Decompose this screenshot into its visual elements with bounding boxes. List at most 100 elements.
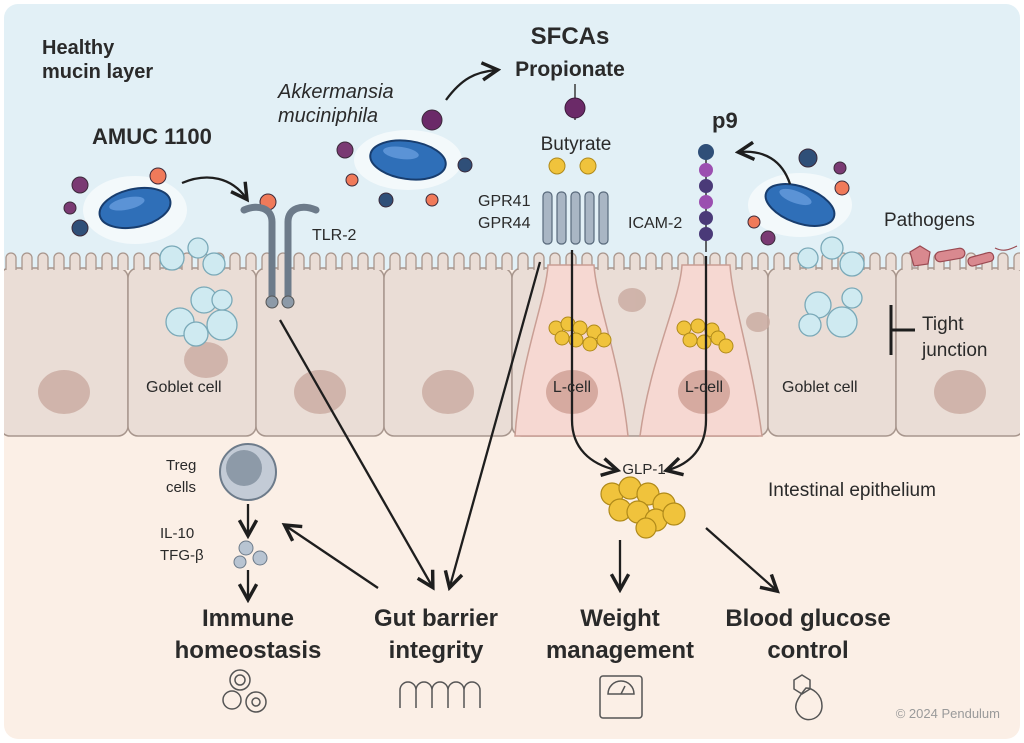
microvillus <box>53 252 65 270</box>
mucin-layer-label-1: Healthy <box>42 37 115 59</box>
microvillus <box>341 252 353 270</box>
microvillus <box>245 252 257 270</box>
l-cell-label-right: L-cell <box>685 379 723 396</box>
microvillus <box>101 252 113 270</box>
intestinal-epithelium-label: Intestinal epithelium <box>768 480 936 501</box>
outcome-weight-2: management <box>546 637 694 664</box>
tight-junction-label-1: Tight <box>922 314 964 335</box>
microvillus <box>5 252 17 270</box>
p9-label: p9 <box>712 108 738 133</box>
microvillus <box>149 252 161 270</box>
microvillus <box>389 252 401 270</box>
microvillus <box>357 252 369 270</box>
microvillus <box>533 252 545 270</box>
butyrate-label: Butyrate <box>541 134 612 155</box>
tight-junction-label-2: junction <box>921 340 988 361</box>
microvillus <box>869 252 881 270</box>
glp1-cluster <box>600 476 686 539</box>
gpr-receptor <box>542 191 609 245</box>
microvillus <box>117 252 129 270</box>
copyright-label: © 2024 Pendulum <box>896 706 1000 721</box>
mucin-layer-label-2: mucin layer <box>42 61 153 83</box>
bacterium-akkermansia <box>354 130 462 190</box>
microvillus <box>773 252 785 270</box>
microvillus <box>469 252 481 270</box>
akkermansia-label-1: Akkermansia <box>277 81 394 103</box>
glucose-drop-icon <box>793 674 823 721</box>
propionate-molecule <box>564 97 586 119</box>
microvillus <box>421 252 433 270</box>
goblet-cell-right <box>767 267 897 437</box>
outcome-weight-1: Weight <box>580 605 660 632</box>
villi-icon <box>399 681 481 708</box>
tight-junction-marker <box>889 305 915 355</box>
gpr41-label: GPR41 <box>478 193 531 210</box>
outcome-barrier-2: integrity <box>389 637 484 664</box>
microvillus <box>437 252 449 270</box>
microvillus <box>517 252 529 270</box>
scale-icon <box>599 675 643 719</box>
microvillus <box>997 252 1009 270</box>
treg-label-1: Treg <box>166 457 196 474</box>
metabolite-molecules <box>63 109 850 246</box>
microvillus <box>629 252 641 270</box>
microvillus <box>453 252 465 270</box>
propionate-label: Propionate <box>515 58 625 81</box>
microvillus <box>757 252 769 270</box>
bacteria <box>83 130 852 244</box>
akkermansia-label-2: muciniphila <box>278 105 378 127</box>
cytokines <box>233 540 268 569</box>
microvillus <box>293 252 305 270</box>
microvillus <box>309 252 321 270</box>
treg-cell <box>219 443 277 501</box>
l-cell-granules <box>548 316 734 354</box>
microvillus <box>741 252 753 270</box>
il10-label: IL-10 <box>160 525 194 542</box>
microvillus <box>69 252 81 270</box>
outcome-barrier-1: Gut barrier <box>374 605 498 632</box>
microvillus <box>661 252 673 270</box>
outcome-glucose-1: Blood glucose <box>725 605 890 632</box>
tlr2-label: TLR-2 <box>312 227 357 244</box>
goblet-vesicles <box>159 236 865 347</box>
goblet-cell-label-right: Goblet cell <box>782 379 858 396</box>
microvillus <box>613 252 625 270</box>
bacterium-left <box>83 176 187 244</box>
sfcas-label: SFCAs <box>531 23 610 50</box>
goblet-cell-label-left: Goblet cell <box>146 379 222 396</box>
bacterium-right <box>748 173 852 237</box>
glp1-label: GLP-1 <box>622 461 665 478</box>
p9-protein-chain <box>698 144 714 252</box>
microvillus <box>21 252 33 270</box>
gpr44-label: GPR44 <box>478 215 531 232</box>
epithelial-cell-row <box>4 267 1020 437</box>
pathway-arrows <box>181 70 792 598</box>
microvillus <box>373 252 385 270</box>
microvillus <box>85 252 97 270</box>
nuclei <box>38 288 986 414</box>
microvillus <box>645 252 657 270</box>
microvillus <box>133 252 145 270</box>
outcome-glucose-2: control <box>767 637 848 664</box>
microvillus <box>229 252 241 270</box>
l-cell-label-left: L-cell <box>553 379 591 396</box>
outcome-immune-1: Immune <box>202 605 294 632</box>
microvillus <box>37 252 49 270</box>
microvillus <box>1013 252 1020 270</box>
outcome-immune-2: homeostasis <box>175 637 322 664</box>
microvillus <box>501 252 513 270</box>
icam2-label: ICAM-2 <box>628 215 682 232</box>
treg-label-2: cells <box>166 479 196 496</box>
l-cell-right-body <box>639 264 763 437</box>
immune-cells-icon <box>222 669 267 713</box>
pathogens-label: Pathogens <box>884 210 975 231</box>
microvillus <box>325 252 337 270</box>
microvillus <box>485 252 497 270</box>
amuc-1100-label: AMUC 1100 <box>92 124 212 149</box>
microvillus <box>597 252 609 270</box>
pathogens-shapes <box>909 245 1018 267</box>
tfg-beta-label: TFG-β <box>160 547 204 564</box>
microvillus <box>885 252 897 270</box>
